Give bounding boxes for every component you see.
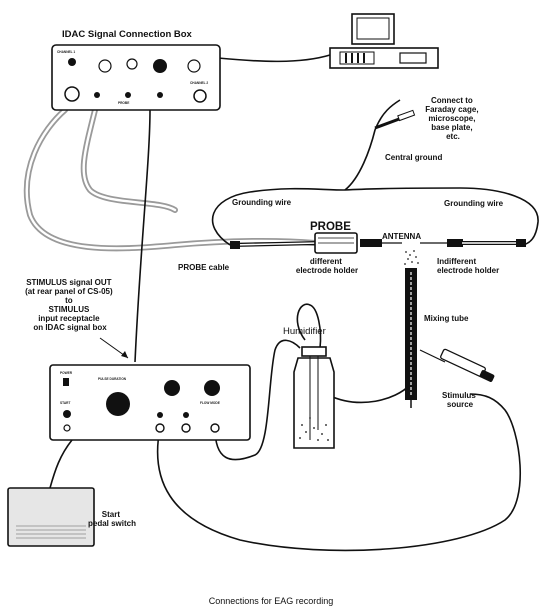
stimulus-source-label: Stimulus source — [442, 391, 478, 409]
drive-bay-icon — [339, 51, 375, 65]
humidifier-top-tube — [296, 303, 322, 349]
humidifier-label: Humidifier — [283, 326, 326, 337]
probe-right-clip-icon — [516, 239, 526, 247]
humidifier-outlet-tube — [327, 384, 411, 404]
cables — [49, 54, 539, 552]
pedal-switch-icon[interactable] — [7, 487, 95, 547]
mixing-tube — [405, 268, 417, 408]
humidifier-bottle — [293, 357, 335, 449]
idac-box-title: IDAC Signal Connection Box — [62, 29, 193, 40]
central-ground-label: Central ground — [385, 153, 442, 162]
probe-label: PROBE — [310, 221, 351, 233]
antenna-icon — [404, 250, 419, 265]
power-switch-icon[interactable] — [63, 378, 69, 386]
pulse-duration-label: PULSE DURATION — [98, 377, 127, 381]
stimulus-signal-cable — [134, 109, 151, 363]
humidifier-cap — [301, 346, 327, 357]
grounding-wire-right — [344, 187, 539, 246]
cs05-body — [49, 364, 251, 441]
indicator-icon — [157, 412, 163, 418]
floppy-drive-icon — [399, 52, 427, 64]
humidifier-inlet-tube — [214, 339, 301, 461]
indifferent-electrode-label: Indifferent electrode holder — [437, 257, 499, 275]
probe-cable-label: PROBE cable — [178, 263, 230, 272]
grounding-wire-left-label: Grounding wire — [232, 198, 292, 207]
monitor-screen-icon — [356, 17, 390, 40]
panel-channel-2-label: CHANNEL 2 — [190, 81, 208, 85]
air-outlet-icon-2[interactable] — [181, 423, 191, 433]
idac-box-body — [51, 44, 221, 111]
panel-probe-label: PROBE — [118, 101, 129, 105]
idac-signal-box: IDAC Signal Connection Box CHANNEL 1 CHA… — [51, 29, 221, 111]
grounding-wire-left — [211, 187, 346, 246]
flow-knob-icon[interactable] — [164, 380, 180, 396]
channel-1-switch-icon[interactable] — [68, 58, 76, 66]
pulse-duration-knob-icon[interactable] — [106, 392, 130, 416]
humidifier-icon — [293, 346, 335, 449]
connector-icon[interactable] — [94, 92, 100, 98]
power-label: POWER — [60, 371, 73, 375]
panel-channel-1-label: CHANNEL 1 — [57, 50, 75, 54]
indifferent-electrode-holder-icon — [447, 239, 463, 247]
flow-knob-icon-2[interactable] — [204, 380, 220, 396]
connector-icon-3[interactable] — [157, 92, 163, 98]
cs05-stimulus-controller: POWER START PULSE DURATION FLOW MODE — [49, 364, 251, 441]
flow-mode-label: FLOW MODE — [200, 401, 220, 405]
probe-cable-hose — [23, 107, 318, 252]
gain-knob-icon[interactable] — [153, 59, 167, 73]
arrow-head-icon — [121, 351, 128, 358]
air-outlet-icon-3[interactable] — [210, 423, 220, 433]
start-button-icon[interactable] — [63, 410, 71, 418]
indicator-icon-2 — [183, 412, 189, 418]
dial-icon[interactable] — [126, 58, 138, 70]
computer-icon — [329, 13, 439, 69]
pedal-jack-icon[interactable] — [63, 424, 71, 432]
antenna-label: ANTENNA — [382, 232, 421, 241]
ground-clip-icon — [374, 109, 416, 130]
different-electrode-label: different electrode holder — [296, 257, 358, 275]
grounding-wire-right-label: Grounding wire — [444, 199, 504, 208]
stimulus-signal-label: STIMULUS signal OUT (at rear panel of CS… — [25, 278, 115, 332]
start-pedal-label: Start pedal switch — [88, 510, 136, 528]
start-label: START — [60, 401, 70, 405]
connect-to-label: Connect to Faraday cage, microscope, bas… — [425, 96, 481, 141]
mixing-tube-label: Mixing tube — [424, 314, 469, 323]
probe-connector-icon[interactable] — [64, 86, 80, 102]
computer-cable — [217, 54, 331, 63]
connector-icon-2[interactable] — [125, 92, 131, 98]
channel-2-connector-icon[interactable] — [193, 89, 207, 103]
probe-left-clip-icon — [230, 241, 240, 249]
pedal-cable — [49, 439, 73, 489]
central-ground-wire — [344, 99, 401, 191]
stimulus-source-pipette-icon — [419, 348, 495, 382]
stimulus-air-tube — [156, 393, 521, 552]
probe-assembly — [230, 232, 526, 254]
diagram-caption: Connections for EAG recording — [209, 596, 334, 606]
sunburst-dial-icon[interactable] — [98, 59, 112, 73]
different-electrode-holder-icon — [360, 239, 382, 247]
sunburst-dial-icon-2[interactable] — [187, 59, 201, 73]
air-outlet-icon[interactable] — [155, 423, 165, 433]
